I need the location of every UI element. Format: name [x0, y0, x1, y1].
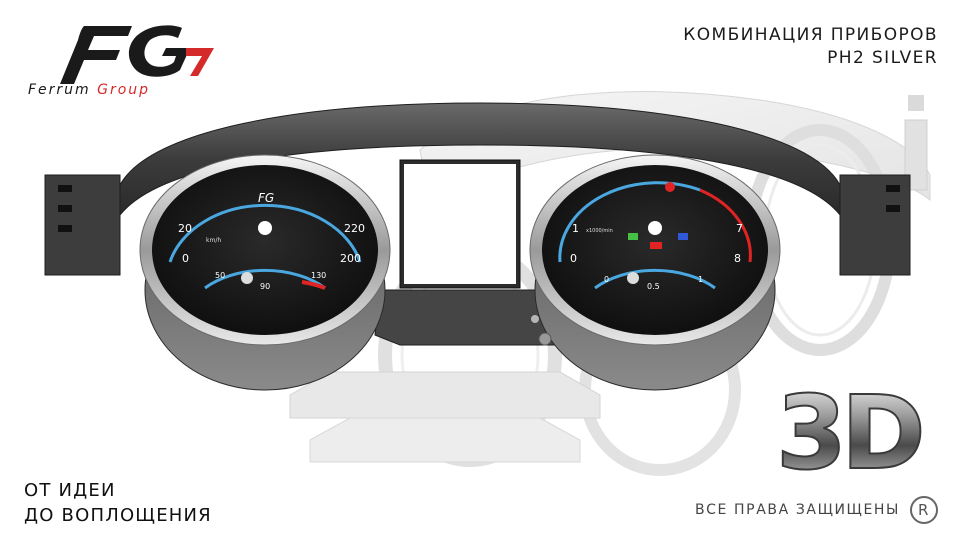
left-sub-tick-90: 90 — [260, 282, 270, 291]
brand-name: Ferrum Group — [28, 82, 150, 98]
right-tick-8: 8 — [734, 252, 741, 265]
slogan-line-2: ДО ВОПЛОЩЕНИЯ — [24, 505, 212, 526]
right-tick-1: 1 — [572, 222, 579, 235]
rights-text: ВСЕ ПРАВА ЗАЩИЩЕНЫ — [694, 502, 900, 518]
left-logo: FG — [258, 191, 274, 205]
right-sub-tick-1: 1 — [698, 275, 703, 284]
left-tick-200: 200 — [340, 252, 361, 265]
brand-name-accent: Group — [97, 82, 151, 98]
right-tick-7: 7 — [736, 222, 743, 235]
slogan: ОТ ИДЕИ ДО ВОПЛОЩЕНИЯ — [24, 478, 212, 528]
right-tick-0: 0 — [570, 252, 577, 265]
title-line-1: КОМБИНАЦИЯ ПРИБОРОВ — [683, 25, 938, 45]
page-title: КОМБИНАЦИЯ ПРИБОРОВ PH2 SILVER — [683, 24, 938, 70]
fg-logo-icon — [60, 25, 214, 84]
right-unit-label: x1000/min — [586, 228, 613, 234]
right-sub-tick-0-5: 0.5 — [647, 282, 660, 291]
left-tick-220: 220 — [344, 222, 365, 235]
left-gauge — [139, 154, 391, 391]
right-gauge — [529, 154, 781, 391]
left-unit-label: km/h — [206, 237, 221, 244]
copyright-notice: ВСЕ ПРАВА ЗАЩИЩЕНЫ R — [695, 496, 938, 524]
left-sub-tick-130: 130 — [311, 271, 326, 280]
registered-mark-letter: R — [917, 501, 931, 519]
title-line-2: PH2 SILVER — [827, 48, 938, 68]
brand-name-main: Ferrum — [28, 82, 98, 98]
3d-badge-icon: 3D — [775, 373, 922, 480]
registered-mark-icon: R — [910, 496, 938, 524]
slogan-line-1: ОТ ИДЕИ — [24, 480, 116, 501]
left-tick-0: 0 — [182, 252, 189, 265]
right-sub-tick-0: 0 — [604, 275, 609, 284]
left-sub-tick-50: 50 — [215, 271, 225, 280]
badge-3d-text: 3D — [776, 374, 921, 480]
brand-logo — [22, 18, 237, 100]
cluster-housing — [44, 102, 911, 346]
left-tick-20: 20 — [178, 222, 192, 235]
